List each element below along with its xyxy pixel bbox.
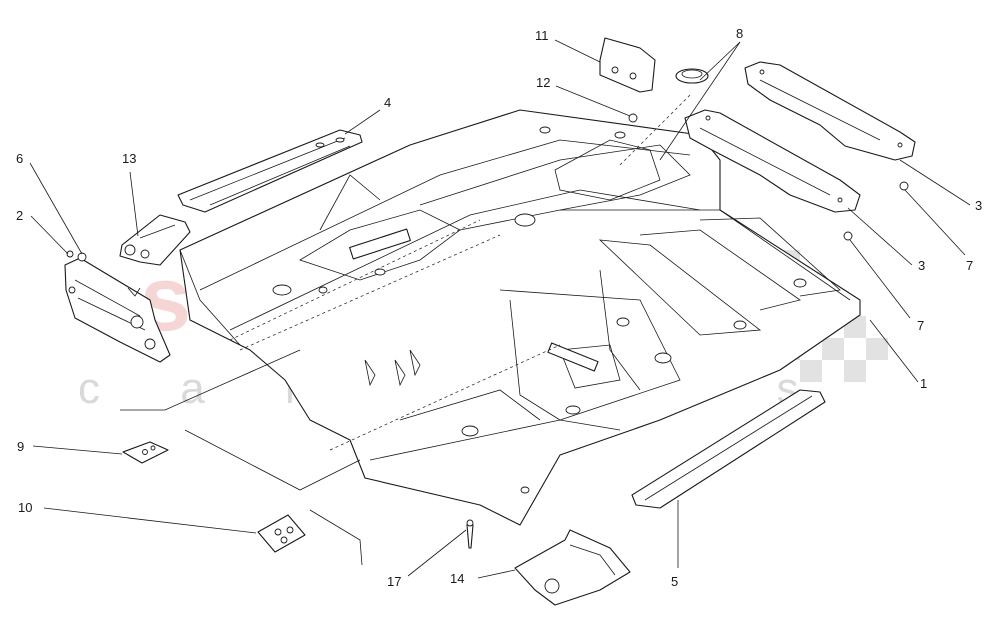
callout-1: 1 bbox=[920, 376, 927, 391]
part-13-bracket bbox=[119, 214, 191, 266]
leader-lines bbox=[29, 39, 971, 579]
part-12-nut bbox=[628, 113, 638, 123]
part-17-stud bbox=[466, 519, 474, 549]
callout-3-lower: 3 bbox=[918, 258, 925, 273]
part-9-plate bbox=[122, 441, 169, 464]
callout-13: 13 bbox=[122, 151, 136, 166]
callout-6: 6 bbox=[16, 151, 23, 166]
callout-17: 17 bbox=[387, 574, 401, 589]
callout-14: 14 bbox=[450, 571, 464, 586]
part-2-side-bracket bbox=[64, 250, 171, 363]
part-3-crossmember-lower bbox=[684, 109, 861, 213]
callout-2: 2 bbox=[16, 208, 23, 223]
callout-11: 11 bbox=[535, 28, 549, 43]
part-7-nut-lower bbox=[843, 231, 853, 241]
part-6-nut bbox=[77, 252, 87, 262]
projection-lines bbox=[229, 94, 691, 451]
callout-10: 10 bbox=[18, 500, 32, 515]
callout-9: 9 bbox=[17, 439, 24, 454]
part-8-grommet bbox=[675, 68, 709, 84]
callout-4: 4 bbox=[384, 95, 391, 110]
part-10-plate bbox=[257, 514, 306, 553]
callout-3-upper: 3 bbox=[975, 198, 982, 213]
part-11-bracket bbox=[599, 37, 656, 93]
callout-8: 8 bbox=[736, 26, 743, 41]
part-14-bracket bbox=[514, 529, 631, 606]
floor-pan bbox=[179, 109, 861, 526]
part-4-rail bbox=[177, 129, 363, 213]
part-3-crossmember-upper bbox=[744, 61, 916, 161]
part-7-nut-upper bbox=[899, 181, 909, 191]
callout-12: 12 bbox=[536, 75, 550, 90]
callout-5: 5 bbox=[671, 574, 678, 589]
callout-7-lower: 7 bbox=[917, 318, 924, 333]
callout-7-upper: 7 bbox=[966, 258, 973, 273]
callout-labels: 1 2 3 3 4 5 6 7 7 8 9 10 11 12 13 14 17 bbox=[16, 26, 982, 589]
part-5-sill bbox=[631, 389, 826, 509]
